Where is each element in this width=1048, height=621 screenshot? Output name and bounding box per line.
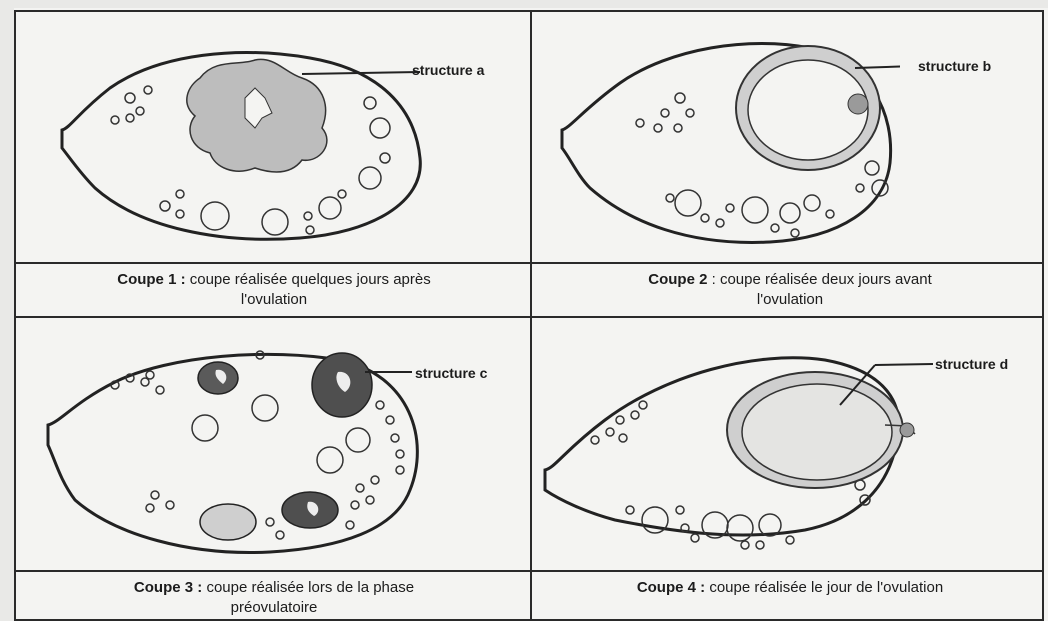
- label-structure-a: structure a: [412, 62, 484, 78]
- corpus-luteum-a: [187, 59, 327, 172]
- label-structure-b: structure b: [918, 58, 991, 74]
- follicle-b: [736, 46, 880, 170]
- caption-coupe-3: Coupe 3 : coupe réalisée lors de la phas…: [24, 578, 524, 618]
- ovary-section-4: [535, 330, 935, 570]
- ovary-section-3: [20, 330, 440, 570]
- caption-coupe-2: Coupe 2 : coupe réalisée deux jours avan…: [540, 270, 1040, 310]
- grid-divider-middle: [14, 316, 1044, 318]
- ovary-section-1: [40, 18, 520, 258]
- grid-divider-top-caption: [14, 262, 1044, 264]
- caption-coupe-1: Coupe 1 : coupe réalisée quelques jours …: [24, 270, 524, 310]
- ovary-section-2: [540, 18, 900, 258]
- label-structure-c: structure c: [415, 365, 487, 381]
- grid-divider-bottom-caption: [14, 570, 1044, 572]
- follicles-c: [198, 353, 372, 540]
- caption-coupe-4: Coupe 4 : coupe réalisée le jour de l'ov…: [540, 578, 1040, 598]
- label-structure-d: structure d: [935, 356, 1008, 372]
